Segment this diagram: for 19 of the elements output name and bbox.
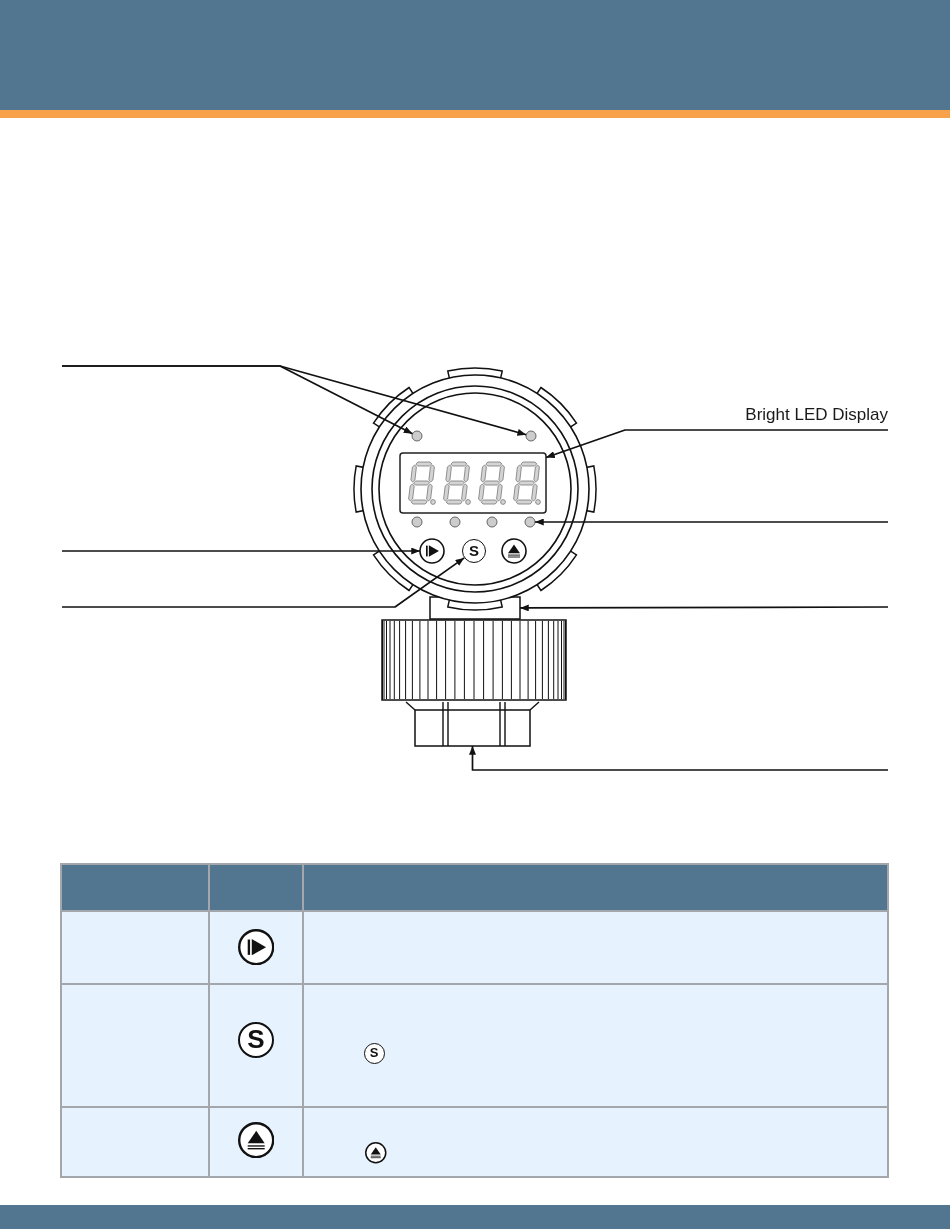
leader-line xyxy=(519,604,889,612)
leader-line xyxy=(61,557,466,608)
indicator-led xyxy=(524,516,536,528)
leader-line xyxy=(61,365,528,436)
indicator-led xyxy=(525,430,537,442)
pipe-fitting xyxy=(405,701,540,747)
leader-line xyxy=(545,429,889,459)
indicator-led xyxy=(449,516,461,528)
play-button xyxy=(419,538,445,564)
leader-line xyxy=(61,547,421,555)
leader-line xyxy=(534,518,889,526)
led-display xyxy=(399,452,547,514)
eject-button xyxy=(501,538,527,564)
indicator-led xyxy=(411,430,423,442)
callout-label: Bright LED Display xyxy=(745,402,888,430)
indicator-led xyxy=(486,516,498,528)
leader-line xyxy=(469,745,889,771)
knurled-nut xyxy=(381,619,567,701)
indicator-led xyxy=(411,516,423,528)
